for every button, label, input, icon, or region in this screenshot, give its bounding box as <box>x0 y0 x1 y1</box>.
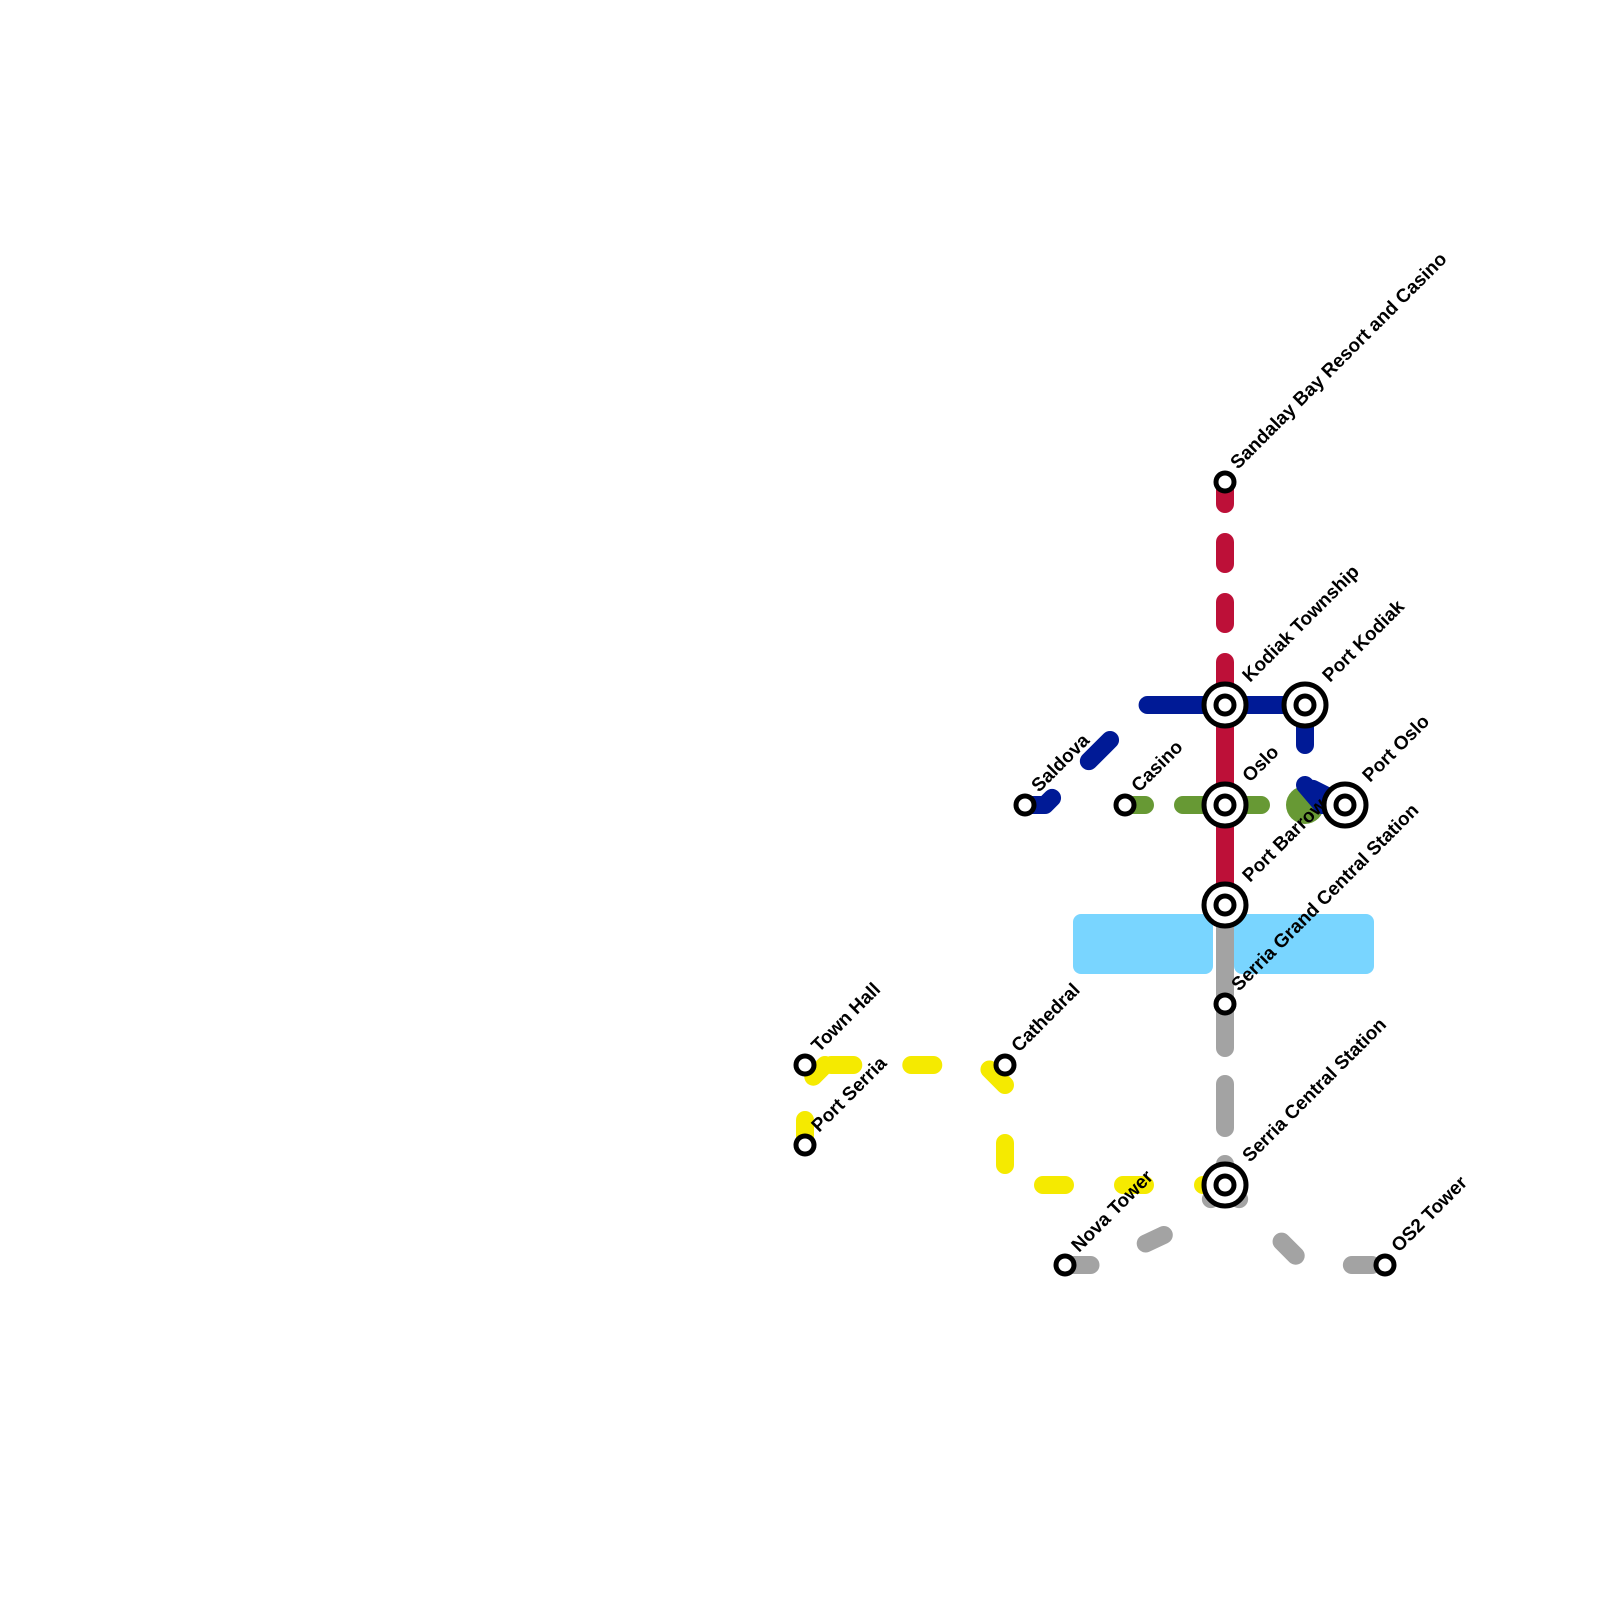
label-port-kodiak: Port Kodiak <box>1319 596 1410 687</box>
station-serria-grand-central[interactable] <box>1213 992 1237 1016</box>
interchange-ring-inner <box>1213 893 1237 917</box>
station-port-barrow[interactable] <box>1201 881 1249 929</box>
interchange-ring-inner <box>1213 1173 1237 1197</box>
label-oslo: Oslo <box>1239 742 1284 787</box>
interchange-ring-inner <box>1293 693 1317 717</box>
simple-stations <box>793 470 1397 1277</box>
station-kodiak-township[interactable] <box>1201 681 1249 729</box>
label-serria-central: Serria Central Station <box>1239 1014 1391 1166</box>
station-saldova[interactable] <box>1013 793 1037 817</box>
interchange-ring-inner <box>1213 693 1237 717</box>
blue-segment-hook <box>1296 776 1331 814</box>
interchanges <box>1201 681 1369 1209</box>
label-cathedral: Cathedral <box>1008 980 1085 1057</box>
station-town-hall[interactable] <box>793 1053 817 1077</box>
station-sandalay[interactable] <box>1213 470 1237 494</box>
station-nova-tower[interactable] <box>1053 1253 1077 1277</box>
station-port-kodiak[interactable] <box>1281 681 1329 729</box>
grey-line <box>1056 905 1394 1274</box>
grey-branch-east <box>1216 1176 1394 1274</box>
interchange-ring-inner <box>1333 793 1357 817</box>
water-right <box>1234 914 1374 974</box>
label-town-hall: Town Hall <box>808 979 885 1056</box>
station-port-oslo[interactable] <box>1321 781 1369 829</box>
station-cathedral[interactable] <box>993 1053 1017 1077</box>
label-sandalay: Sandalay Bay Resort and Casino <box>1227 249 1452 474</box>
station-port-serria[interactable] <box>793 1133 817 1157</box>
label-os2-tower: OS2 Tower <box>1388 1172 1472 1256</box>
station-oslo[interactable] <box>1201 781 1249 829</box>
station-casino[interactable] <box>1113 793 1137 817</box>
station-labels: Sandalay Bay Resort and Casino Kodiak To… <box>808 249 1472 1257</box>
station-os2-tower[interactable] <box>1373 1253 1397 1277</box>
yellow-segment-main <box>796 1056 1234 1194</box>
water-area <box>1073 914 1374 974</box>
station-serria-central[interactable] <box>1201 1161 1249 1209</box>
label-port-oslo: Port Oslo <box>1359 711 1434 786</box>
water-left <box>1073 914 1213 974</box>
grey-branch-west <box>1056 1176 1234 1274</box>
label-casino: Casino <box>1128 737 1188 797</box>
interchange-ring-inner <box>1213 793 1237 817</box>
